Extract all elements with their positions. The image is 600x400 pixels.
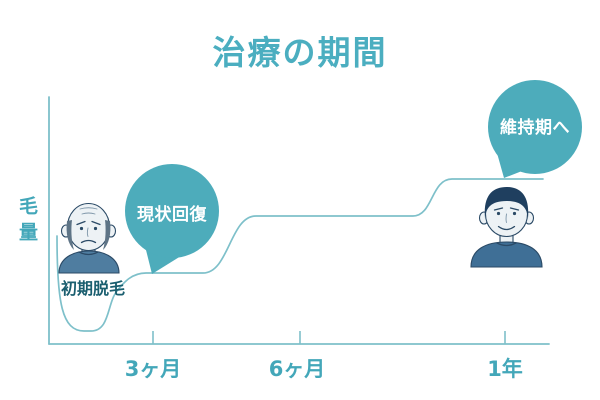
x-tick-label-3months: 3ヶ月: [124, 357, 182, 381]
y-axis-label: 毛量: [16, 196, 38, 248]
speech-bubble-maintenance: [488, 80, 582, 178]
x-tick-label-1year: 1年: [487, 357, 523, 381]
hair-volume-curve: [56, 178, 544, 332]
bubble-label-maintenance: 維持期へ: [500, 118, 570, 138]
x-tick-label-6months: 6ヶ月: [268, 357, 326, 381]
balding-man-illustration: [58, 202, 120, 274]
bubble-label-recovery: 現状回復: [137, 205, 207, 225]
speech-bubble-recovery: [125, 164, 219, 274]
page-title: 治療の期間: [212, 33, 388, 72]
recovered-man-illustration: [470, 187, 543, 268]
initial-shedding-label: 初期脱毛: [60, 279, 125, 298]
